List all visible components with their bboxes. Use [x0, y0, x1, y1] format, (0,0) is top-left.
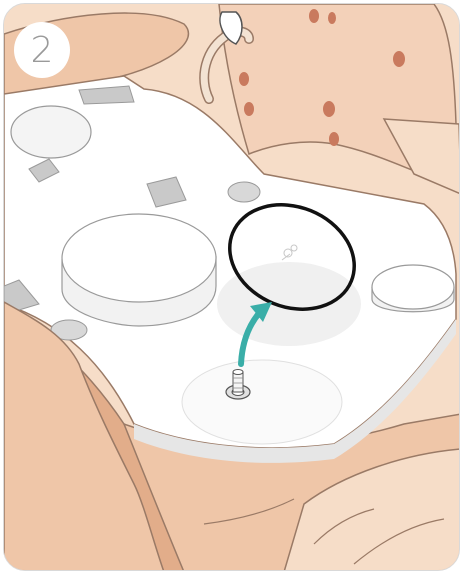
large-cylinder: [62, 214, 216, 326]
round-pad-top: [228, 182, 260, 202]
puck-top-left: [11, 106, 91, 158]
step-number-badge: 2: [14, 22, 70, 78]
removed-part-area: [182, 360, 342, 444]
illustration-frame: 2: [3, 3, 460, 571]
right-cylinder: [372, 265, 454, 312]
manikin-chest-plate-illustration: [4, 4, 460, 571]
